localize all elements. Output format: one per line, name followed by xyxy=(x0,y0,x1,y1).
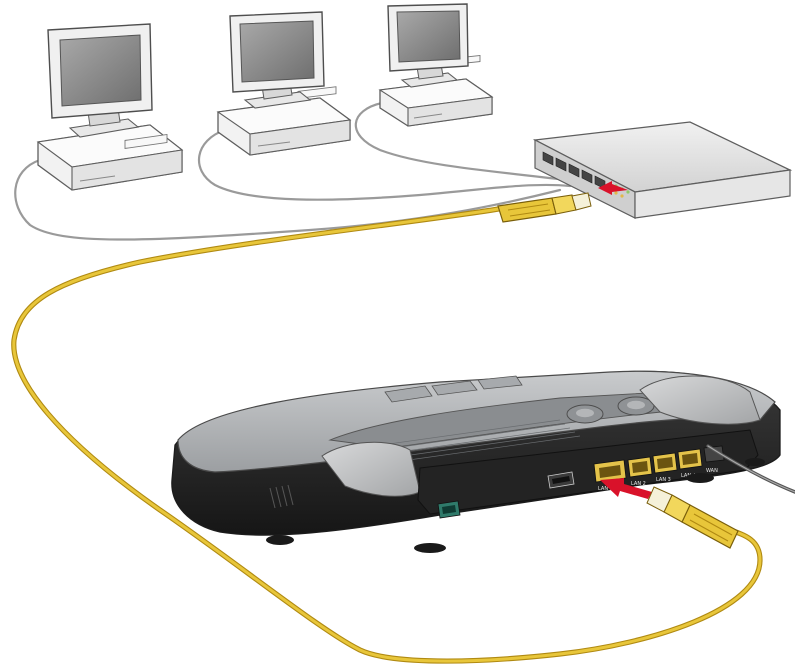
computer-1-drive-slot xyxy=(124,134,168,149)
router-side-grille xyxy=(269,484,294,509)
router-dsl-port[interactable] xyxy=(437,500,461,519)
yellow-plug-router-end xyxy=(646,486,739,549)
router-lan-ports xyxy=(593,445,725,483)
router-port-lan-4[interactable] xyxy=(677,448,703,470)
router-port-label-3: LAN 3 xyxy=(656,477,671,483)
computer-3-screen xyxy=(396,10,461,63)
router-usb-port[interactable] xyxy=(547,471,575,489)
computer-1 xyxy=(36,23,184,191)
switch-ports xyxy=(542,151,606,190)
switch-port-3[interactable] xyxy=(568,163,580,178)
router-left-wing xyxy=(321,441,421,497)
router-port-label-5: WAN xyxy=(706,468,718,474)
switch-port-2[interactable] xyxy=(555,157,567,172)
router-top-ridges xyxy=(384,375,523,403)
switch-port-4[interactable] xyxy=(581,169,593,184)
router-feet xyxy=(266,458,765,553)
computer-2 xyxy=(216,11,352,156)
router-buttons xyxy=(566,396,655,424)
computer-2-screen xyxy=(239,20,315,83)
router-right-wing xyxy=(639,375,761,425)
router-port-lan-3[interactable] xyxy=(652,452,678,474)
yellow-cable-line xyxy=(12,206,762,663)
network-switch xyxy=(532,121,793,219)
router-port-wan[interactable] xyxy=(703,445,725,463)
switch-side-face xyxy=(634,169,791,219)
gray-cable-computer-3 xyxy=(354,101,587,184)
router: LAN 1 LAN 2 LAN 3 LAN 4 WAN xyxy=(171,370,795,553)
switch-plug-in-arrow xyxy=(598,181,628,195)
router-port-lan-2[interactable] xyxy=(627,456,653,478)
computer-1-screen xyxy=(59,34,142,107)
router-port-label-2: LAN 2 xyxy=(631,481,646,487)
router-power-cable xyxy=(706,444,795,494)
gray-lan-cables xyxy=(14,101,587,241)
yellow-plug-switch-end xyxy=(497,192,592,223)
gray-cable-computer-1 xyxy=(14,158,562,241)
gray-cable-computer-2 xyxy=(197,128,572,201)
router-port-label-1: LAN 1 xyxy=(598,486,613,492)
switch-port-1[interactable] xyxy=(542,151,554,166)
computer-3 xyxy=(378,3,494,127)
router-back-panel xyxy=(417,429,759,515)
yellow-ethernet-cable xyxy=(11,205,763,664)
router-plug-in-arrow xyxy=(600,478,652,499)
router-port-lan-1[interactable] xyxy=(593,459,627,483)
